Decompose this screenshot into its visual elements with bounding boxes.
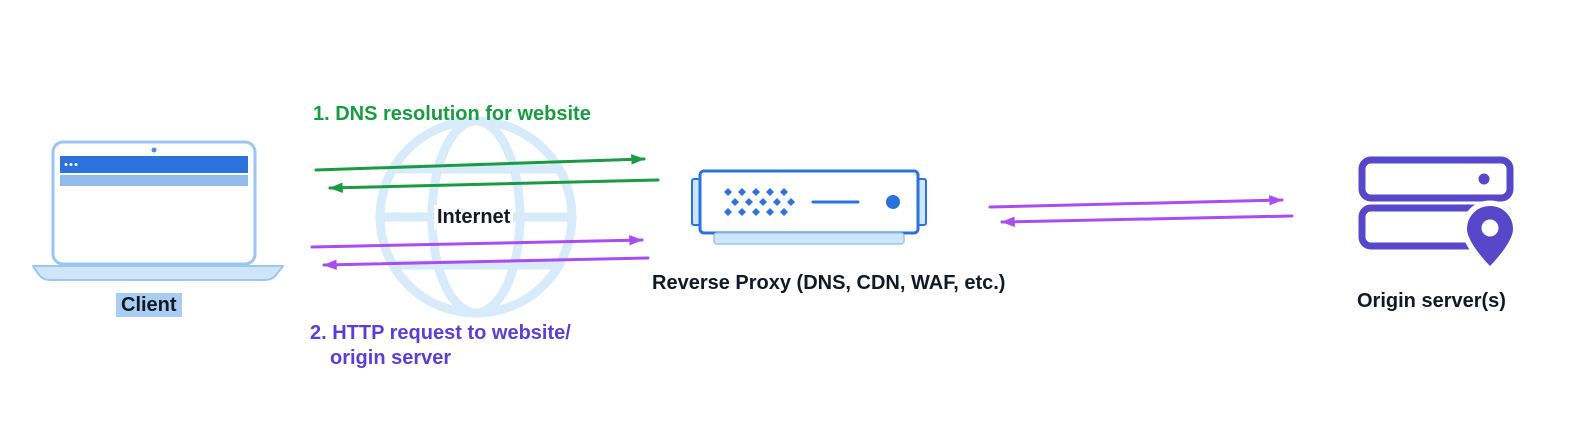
laptop-base bbox=[32, 265, 284, 281]
http-flow-label-line1: 2. HTTP request to website/ bbox=[310, 322, 571, 344]
http-flow-label-line2: origin server bbox=[330, 347, 452, 369]
internet-label: Internet bbox=[434, 205, 514, 230]
origin-servers-label: Origin server(s) bbox=[1357, 290, 1506, 312]
window-control-dots bbox=[64, 163, 78, 166]
laptop-icon bbox=[32, 140, 284, 281]
reverse-proxy-label: Reverse Proxy (DNS, CDN, WAF, etc.) bbox=[652, 272, 1006, 294]
origin-server-top-dot bbox=[1478, 173, 1490, 185]
browser-address-bar bbox=[60, 175, 248, 186]
proxy-tray bbox=[713, 232, 905, 245]
http-flow-label: 2. HTTP request to website/ origin serve… bbox=[310, 321, 571, 371]
browser-title-bar bbox=[60, 156, 248, 173]
client-label-wrap: Client bbox=[116, 293, 182, 318]
dns-flow-label: 1. DNS resolution for website bbox=[313, 103, 591, 125]
proxy-to-origin-arrow bbox=[988, 195, 1284, 209]
proxy-dot-pattern bbox=[724, 188, 795, 216]
location-pin-hole bbox=[1481, 219, 1499, 237]
server-appliance-icon bbox=[691, 169, 927, 245]
laptop-camera-dot bbox=[151, 147, 157, 153]
origin-to-proxy-arrow bbox=[1000, 214, 1294, 227]
proxy-indicator-dot bbox=[886, 195, 900, 209]
origin-server-top bbox=[1358, 156, 1514, 202]
server-stack-icon bbox=[1358, 156, 1519, 274]
client-label: Client bbox=[116, 293, 182, 317]
